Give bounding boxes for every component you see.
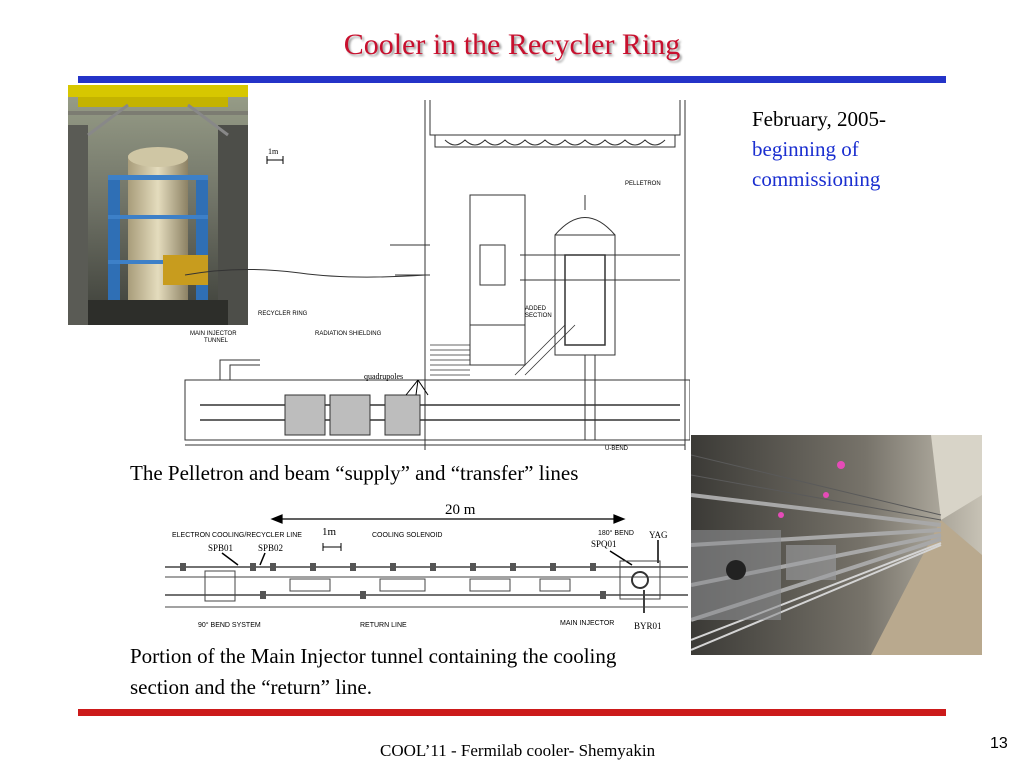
spb02-label: SPB02 (258, 543, 283, 553)
byr01-label: BYR01 (634, 621, 662, 631)
page-number: 13 (990, 735, 1008, 752)
slide-footer: COOL’11 - Fermilab cooler- Shemyakin (380, 741, 656, 760)
added-section-label-1: ADDED (525, 306, 547, 312)
bottom-divider-bar (78, 709, 946, 716)
u-bend-label: U-BEND (605, 446, 629, 452)
main-injector-tunnel-label-1: MAIN INJECTOR (190, 331, 237, 337)
commissioning-note-line-3: commissioning (752, 167, 881, 191)
added-section-label-2: SECTION (525, 313, 552, 319)
pelletron-photo (68, 85, 248, 325)
tunnel-layout-diagram: 20 m 1m ELECTRON COOLING/RECYCLER LINE C… (165, 502, 688, 631)
return-line-label: RETURN LINE (360, 622, 407, 629)
slide-title: Cooler in the Recycler Ring (343, 28, 681, 61)
top-divider-bar (78, 76, 946, 83)
bottom-scale-label: 1m (322, 526, 337, 538)
pelletron-caption: The Pelletron and beam “supply” and “tra… (130, 461, 579, 485)
main-injector-tunnel-label-2: TUNNEL (204, 338, 229, 344)
spq01-label: SPQ01 (591, 539, 617, 549)
commissioning-date: February, 2005- (752, 107, 886, 131)
commissioning-note-line-2: beginning of (752, 137, 859, 161)
pelletron-label: PELLETRON (625, 181, 661, 187)
main-injector-label: MAIN INJECTOR (560, 620, 614, 627)
top-scale-label: 1m (268, 147, 279, 156)
tunnel-caption: Portion of the Main Injector tunnel cont… (130, 644, 617, 699)
bend-system-label: 90° BEND SYSTEM (198, 621, 261, 629)
spb01-label: SPB01 (208, 543, 233, 553)
radiation-shielding-label: RADIATION SHIELDING (315, 331, 382, 337)
length-20m-label: 20 m (445, 502, 476, 518)
recycler-ring-label: RECYCLER RING (258, 311, 308, 317)
yag-label: YAG (649, 530, 668, 540)
pelletron-layout-diagram: 1m quadrupoles PELLETRON ADDED SECTION R… (184, 100, 690, 452)
cooling-solenoid-label: COOLING SOLENOID (372, 532, 442, 539)
electron-cooling-line-label: ELECTRON COOLING/RECYCLER LINE (172, 532, 302, 539)
tunnel-photo (691, 435, 982, 655)
bend-180-label: 180° BEND (598, 529, 634, 537)
quadrupoles-label: quadrupoles (364, 372, 403, 381)
